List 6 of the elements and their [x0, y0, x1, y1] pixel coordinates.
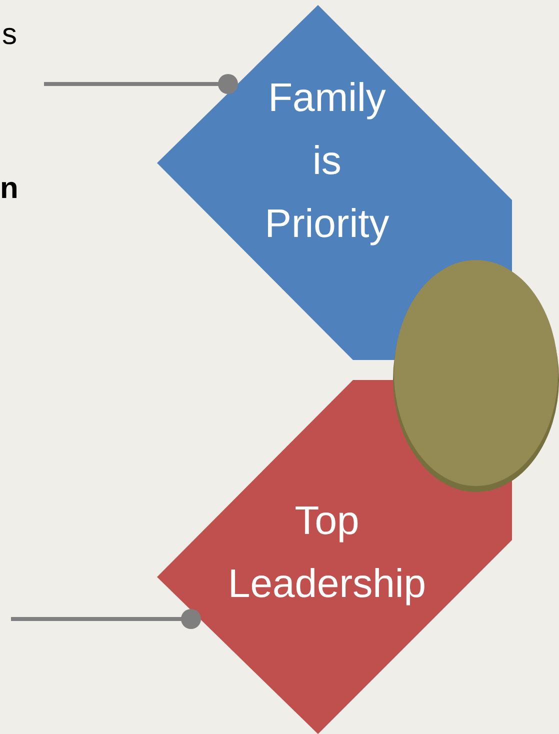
text-fragment: s: [2, 17, 17, 53]
leader-line: [11, 609, 201, 629]
shape-label: Family is Priority: [264, 75, 390, 248]
shape-label: Top Leadership: [227, 498, 427, 608]
text-fragment: n: [0, 171, 18, 207]
leader-line: [44, 74, 238, 94]
